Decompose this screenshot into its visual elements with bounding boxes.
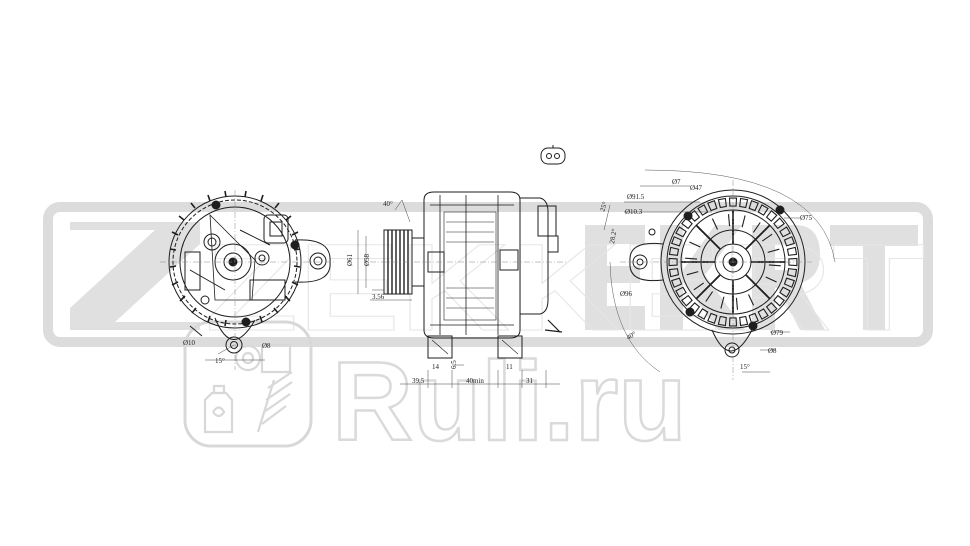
rear-vent-slot [717, 197, 727, 209]
rear-inner-fin [720, 296, 725, 309]
alternator-side-view: 40° Ø61 Ø58 3.56 14 6.5 39.5 40min 11 31 [346, 191, 568, 388]
rear-inner-fin [741, 215, 746, 228]
connector-detail [540, 145, 566, 165]
rear-inner-fin [761, 233, 773, 242]
site-watermark: Ruli.ru [183, 320, 688, 465]
rear-inner-fin [768, 264, 781, 267]
side-dim-pulley-offset: 3.56 [372, 293, 385, 301]
rear-dim-d5: Ø75 [800, 214, 813, 222]
rear-inner-fin [748, 294, 755, 306]
rear-vent-slot [765, 302, 778, 314]
rear-inner-fin [693, 282, 705, 291]
brand-watermark-text: ZEKKERT [205, 219, 925, 357]
rear-vent-slot [717, 315, 727, 327]
rear-dim-d1: Ø7 [672, 178, 681, 186]
rear-vent-slot [779, 226, 791, 238]
rear-vent-slot [765, 210, 778, 222]
rear-dim-d2: Ø47 [690, 184, 703, 192]
side-dim-flange: 39.5 [412, 377, 425, 385]
rear-vent-slot [773, 217, 785, 230]
rear-vent-slot [748, 199, 759, 212]
rear-inner-fin [685, 257, 698, 260]
rear-vent-slot [675, 226, 687, 238]
rear-dim-a2: 28.2° [608, 228, 619, 244]
rear-vent-slot [707, 199, 718, 212]
rear-inner-fin [767, 248, 780, 253]
rear-dim-d3: Ø91.5 [627, 193, 645, 201]
rear-vent-slot [697, 204, 709, 216]
rear-dim-a1: 25° [598, 201, 609, 213]
rear-dim-d4: Ø10.3 [625, 208, 643, 216]
side-dim-pulley: Ø61 [346, 253, 354, 266]
rear-inner-fin [689, 241, 701, 248]
rear-vent-slot [757, 308, 769, 320]
rear-vent-slot [783, 236, 796, 247]
rear-vent-slot [697, 308, 709, 320]
rear-vent-slot [670, 277, 683, 288]
rear-vent-slot [739, 315, 749, 327]
front-dim-hole: Ø8 [262, 342, 271, 350]
rear-inner-fin [752, 222, 761, 233]
side-dim-angle: 40° [383, 200, 393, 208]
rear-vent-slot [773, 294, 785, 307]
rear-inner-fin [711, 218, 718, 230]
rear-inner-fin [686, 271, 699, 276]
rear-vent-slot [739, 197, 749, 209]
side-dim-w1: 14 [432, 363, 440, 371]
rear-vent-slot [668, 268, 680, 278]
side-dim-w2: 6.5 [450, 360, 458, 369]
side-dim-conn: 31 [526, 377, 534, 385]
site-watermark-text: Ruli.ru [332, 339, 687, 464]
rear-dim-d8: Ø8 [768, 347, 777, 355]
rear-inner-fin [705, 291, 714, 302]
rear-vent-slot [681, 294, 693, 307]
rear-dim-a3: 15° [740, 363, 750, 371]
alternator-front-view: Ø10 15° Ø8 [160, 190, 335, 370]
rear-inner-fin [727, 214, 731, 227]
rear-vent-slot [675, 286, 687, 298]
rear-vent-slot [788, 257, 798, 267]
rear-vent-slot [670, 236, 683, 247]
rear-inner-fin [735, 297, 739, 310]
front-dim-angle: 15° [215, 357, 225, 365]
rear-vent-slot [668, 257, 678, 267]
front-dim-mount: Ø10 [183, 339, 196, 347]
rear-vent-slot [728, 317, 738, 327]
rear-vent-slot [757, 204, 769, 216]
side-dim-body: 40min [466, 377, 484, 385]
rear-vent-slot [779, 286, 791, 298]
rear-dim-d6: Ø96 [620, 290, 633, 298]
rear-vent-slot [707, 312, 718, 325]
side-dim-pulley-groove: Ø58 [363, 253, 371, 266]
rear-dim-d7: Ø79 [771, 329, 784, 337]
rear-inner-fin [765, 276, 777, 283]
rear-vent-slot [786, 246, 798, 256]
rear-vent-slot [786, 268, 798, 278]
rear-vent-slot [783, 277, 796, 288]
rear-dim-a4: 40° [625, 330, 638, 342]
rear-vent-slot [668, 246, 680, 256]
side-dim-tail: 11 [506, 363, 513, 371]
alternator-rear-view: Ø7 Ø47 Ø91.5 Ø10.3 25° 28.2° Ø75 Ø96 Ø79… [598, 169, 836, 380]
rear-vent-slot [728, 197, 738, 207]
